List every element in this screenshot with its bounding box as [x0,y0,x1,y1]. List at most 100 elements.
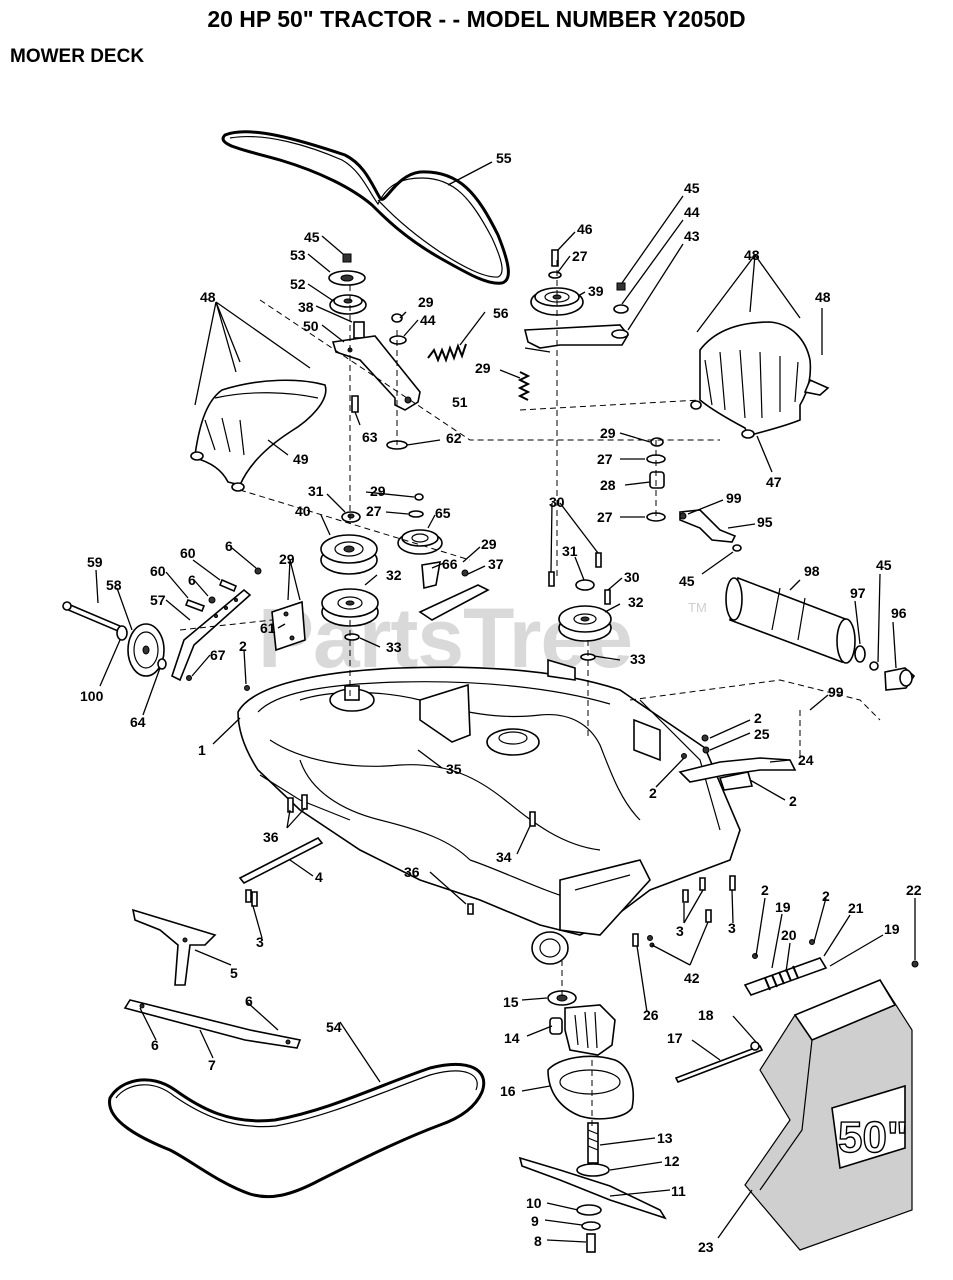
part-24-bracket [678,734,797,791]
callout-1: 1 [198,742,206,758]
part-32-pulley-b [558,605,612,642]
callout-43: 43 [684,228,700,244]
part-61-plate [271,600,306,652]
callout-44: 44 [684,204,700,220]
callout-22: 22 [906,882,922,898]
callout-31: 31 [562,543,578,559]
callout-46: 46 [577,221,593,237]
callout-36: 36 [404,864,420,880]
part-45-nut-top [342,253,352,263]
callout-14: 14 [504,1030,520,1046]
callout-95: 95 [757,514,773,530]
callout-100: 100 [80,688,104,704]
callout-38: 38 [298,299,314,315]
callout-11: 11 [671,1183,686,1199]
callout-30: 30 [549,494,565,510]
section-title: MOWER DECK [10,46,145,67]
part-53-pulley [328,270,366,286]
part-1-deck-housing [237,666,741,936]
part-20-21-spring-assembly [743,939,919,996]
callout-32: 32 [386,567,402,583]
part-45-44-hardware [613,282,629,314]
part-29-nut-a [391,313,403,323]
callout-24: 24 [798,752,814,768]
part-5-bracket [131,908,217,986]
callout-96: 96 [891,605,907,621]
callout-53: 53 [290,247,306,263]
callout-37: 37 [488,556,504,572]
part-7-bar [123,999,302,1049]
part-50-idler-bracket [331,335,421,411]
callout-16: 16 [500,1083,516,1099]
deck-bracket-right [547,658,661,762]
deck-size-badge: 50" [838,1113,908,1162]
callout-27: 27 [572,248,588,264]
part-4-link [238,836,324,907]
part-40-pulley [320,534,378,575]
callout-6: 6 [225,538,233,554]
callout-2: 2 [761,882,769,898]
callout-44: 44 [420,312,436,328]
part-55-belt [221,130,510,285]
callout-58: 58 [106,577,122,593]
callout-labels: 55 45 53 52 38 50 29 44 56 48 49 63 62 2… [80,150,922,1255]
callout-5: 5 [230,965,238,981]
leader-lines [95,161,916,1243]
watermark-trademark: TM [688,600,707,615]
callout-27: 27 [366,503,382,519]
deck-baffle-front [559,859,651,936]
callout-15: 15 [503,994,519,1010]
part-43-idler-arm [523,324,629,349]
callout-21: 21 [848,900,864,916]
part-14-spindle-housing [549,1004,616,1056]
part-63-bolt [351,395,359,413]
callout-2: 2 [649,785,657,801]
part-31-nut-b [575,579,595,591]
deck-spindle-left [329,685,375,712]
callout-3: 3 [676,923,684,939]
part-57-bracket [171,588,252,682]
callout-52: 52 [290,276,306,292]
callout-66: 66 [442,556,458,572]
part-23-discharge-chute [744,978,913,1251]
callout-99: 99 [828,684,844,700]
callout-45: 45 [679,573,695,589]
callout-63: 63 [362,429,378,445]
callout-20: 20 [781,927,797,943]
callout-3: 3 [728,920,736,936]
part-66-bracket [421,561,441,590]
callout-62: 62 [446,430,462,446]
callout-99: 99 [726,490,742,506]
page-title: 20 HP 50" TRACTOR - - MODEL NUMBER Y2050… [207,6,746,32]
callout-29: 29 [418,294,434,310]
part-95-bracket [679,509,742,552]
callout-48: 48 [815,289,831,305]
callout-48: 48 [744,247,760,263]
part-49-cover [190,379,327,492]
callout-59: 59 [87,554,103,570]
callout-8: 8 [534,1233,542,1249]
callout-67: 67 [210,647,226,663]
callout-12: 12 [664,1153,680,1169]
callout-30: 30 [624,569,640,585]
callout-29: 29 [600,425,616,441]
callout-39: 39 [588,283,604,299]
part-98-roller [725,576,856,664]
callout-56: 56 [493,305,509,321]
callout-33: 33 [630,651,646,667]
deck-spindle-center [486,728,540,756]
part-27-washer-a [548,271,562,279]
callout-29: 29 [279,551,295,567]
callout-47: 47 [766,474,782,490]
part-65-pulley [397,529,443,555]
callout-10: 10 [526,1195,542,1211]
callout-29: 29 [481,536,497,552]
deck-idler-arm [419,683,471,743]
callout-27: 27 [597,509,613,525]
callout-65: 65 [435,505,451,521]
part-37-arm [418,569,490,621]
callout-26: 26 [643,1007,659,1023]
part-59-bolt [62,601,122,633]
part-30-bolts [548,552,611,605]
part-100-64-hardware [116,625,167,670]
